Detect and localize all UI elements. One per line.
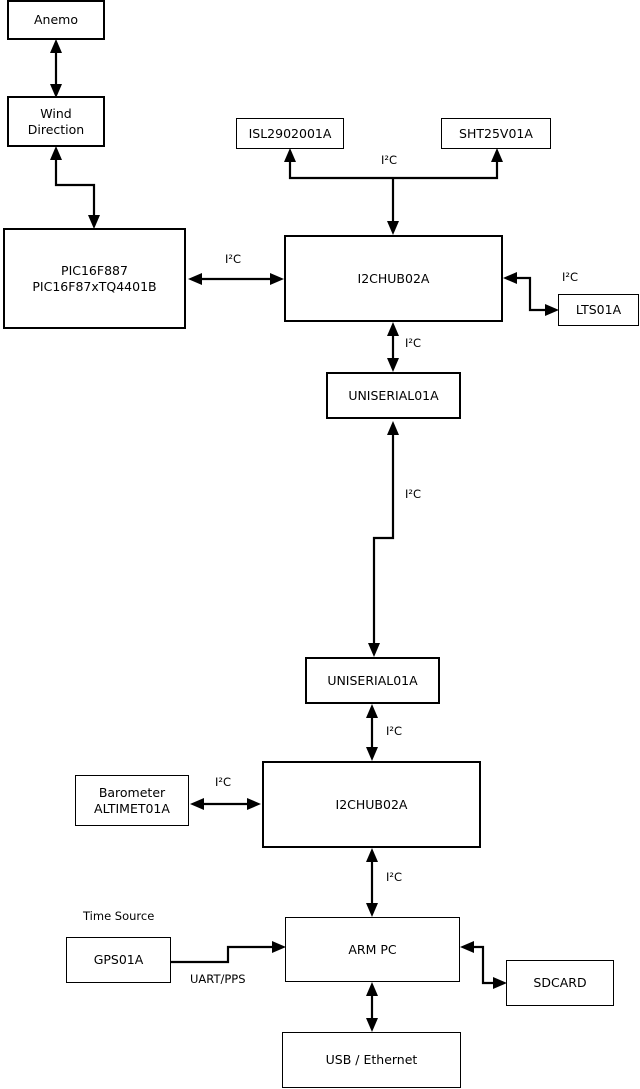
node-pic-mcu[interactable]: PIC16F887 PIC16F87xTQ4401B bbox=[3, 228, 186, 329]
edge-label-sensors-bus: I²C bbox=[381, 153, 398, 167]
node-sht25v01a[interactable]: SHT25V01A bbox=[441, 118, 551, 149]
wire-barometer-hubbottom bbox=[190, 798, 261, 810]
node-sdcard[interactable]: SDCARD bbox=[506, 960, 614, 1006]
node-gps01a[interactable]: GPS01A bbox=[66, 937, 171, 983]
label-time-source: Time Source bbox=[83, 909, 155, 923]
node-wind-direction[interactable]: Wind Direction bbox=[7, 96, 105, 147]
wire-hubbottom-armpc bbox=[366, 848, 378, 917]
node-uniserial01a-top[interactable]: UNISERIAL01A bbox=[326, 372, 461, 419]
wire-hubtop-uniserialtop bbox=[387, 322, 399, 372]
edge-label-gps-to-armpc: UART/PPS bbox=[190, 972, 246, 986]
wire-uniserialbottom-hubbottom bbox=[366, 704, 378, 761]
edge-label-hub-to-armpc: I²C bbox=[386, 870, 403, 884]
edge-label-uniserial-to-hub-bottom: I²C bbox=[386, 724, 403, 738]
edge-label-pic-to-hub: I²C bbox=[225, 252, 242, 266]
node-arm-pc[interactable]: ARM PC bbox=[285, 917, 460, 982]
node-i2chub02a-bottom[interactable]: I2CHUB02A bbox=[262, 761, 481, 848]
wire-armpc-sdcard bbox=[460, 941, 507, 989]
wire-hub-sensorbus bbox=[284, 148, 503, 235]
edge-label-uniserial-link: I²C bbox=[405, 487, 422, 501]
wire-anemo-wind bbox=[50, 39, 62, 98]
wire-armpc-usbethernet bbox=[366, 982, 378, 1032]
edge-label-barometer-to-hub: I²C bbox=[215, 775, 232, 789]
wire-uniserial-link bbox=[368, 421, 399, 657]
edge-label-hub-to-uniserial: I²C bbox=[405, 336, 422, 350]
node-usb-ethernet[interactable]: USB / Ethernet bbox=[282, 1032, 461, 1088]
node-uniserial01a-bottom[interactable]: UNISERIAL01A bbox=[305, 657, 440, 704]
node-lts01a[interactable]: LTS01A bbox=[558, 294, 639, 326]
wire-pic-wind bbox=[50, 146, 100, 229]
node-barometer-altimet01a[interactable]: Barometer ALTIMET01A bbox=[75, 775, 189, 826]
node-anemo[interactable]: Anemo bbox=[7, 0, 105, 40]
wire-pic-hubtop bbox=[188, 273, 284, 285]
wire-hubtop-lts bbox=[503, 272, 559, 316]
wire-gps-armpc bbox=[171, 941, 286, 964]
edge-label-hub-to-lts: I²C bbox=[562, 270, 579, 284]
node-i2chub02a-top[interactable]: I2CHUB02A bbox=[284, 235, 503, 322]
node-isl2902001a[interactable]: ISL2902001A bbox=[236, 118, 344, 149]
